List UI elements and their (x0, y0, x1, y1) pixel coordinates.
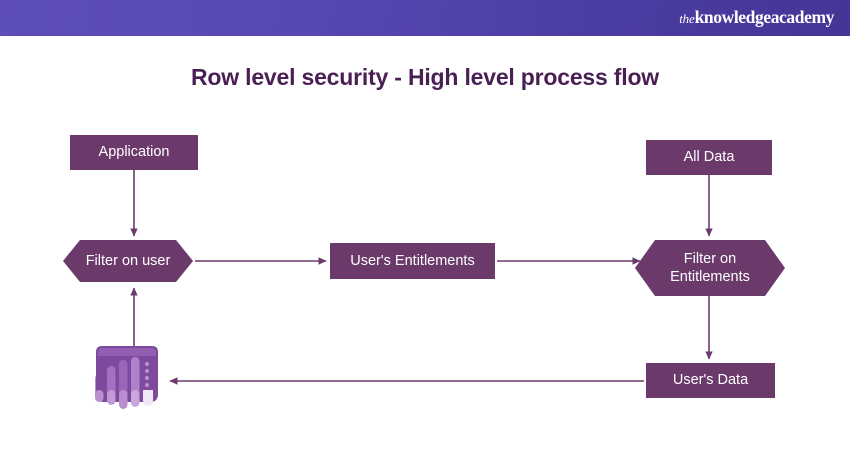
brand-logo-prefix: the (679, 11, 695, 26)
node-all-data-label: All Data (683, 149, 735, 166)
page-header: theknowledgeacademy (0, 0, 850, 36)
node-users-entitlements[interactable]: User's Entitlements (330, 243, 495, 279)
node-users-data[interactable]: User's Data (646, 363, 775, 398)
node-filter-on-user-shape[interactable] (63, 240, 193, 282)
dashboard-report-icon-drips (95, 390, 153, 409)
node-filter-on-entitlements-shape[interactable] (635, 240, 785, 296)
node-users-entitlements-label: User's Entitlements (350, 252, 475, 269)
node-all-data[interactable]: All Data (646, 140, 772, 175)
brand-logo: theknowledgeacademy (679, 7, 835, 27)
dashboard-report-icon-card-top (98, 348, 156, 356)
node-users-data-label: User's Data (672, 372, 749, 389)
brand-logo-main: knowledgeacademy (694, 7, 835, 27)
dashboard-report-icon[interactable] (90, 344, 170, 412)
node-application-label: Application (98, 144, 170, 161)
node-application[interactable]: Application (70, 135, 198, 170)
page-title: Row level security - High level process … (191, 64, 659, 90)
